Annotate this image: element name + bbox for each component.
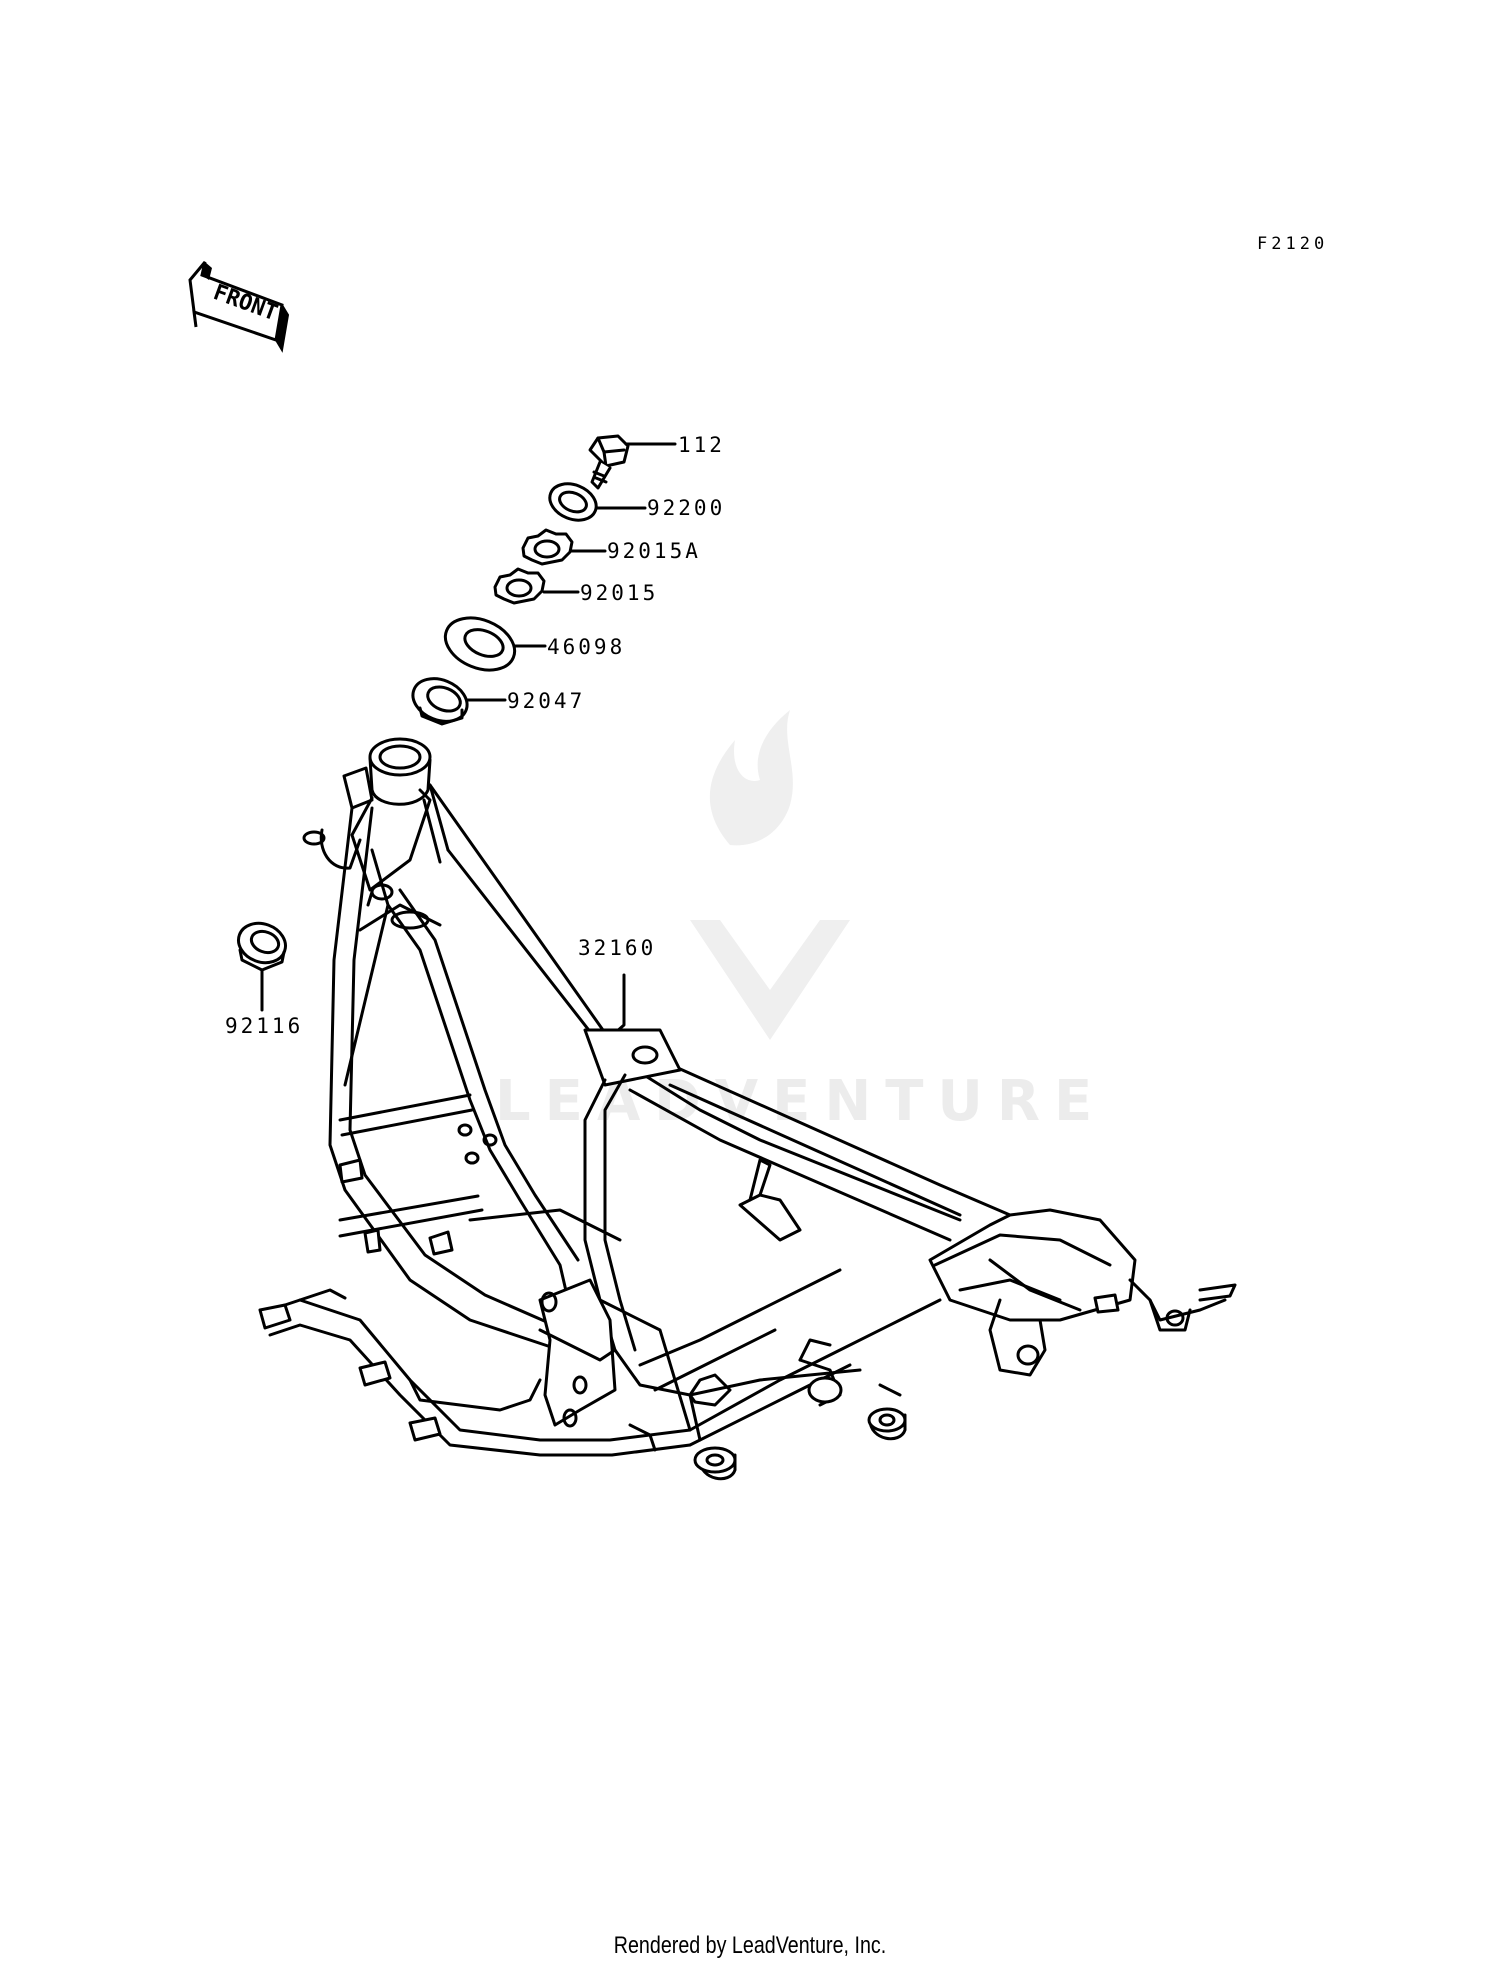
washer-46098	[443, 616, 517, 672]
bearing-92116	[237, 921, 287, 972]
part-label-92200[interactable]: 92200	[647, 496, 725, 520]
part-label-92015A[interactable]: 92015A	[607, 539, 701, 563]
nut-92015	[493, 567, 546, 605]
bolt-112	[588, 434, 630, 490]
part-label-32160[interactable]: 32160	[578, 936, 656, 960]
part-label-112[interactable]: 112	[678, 433, 725, 457]
part-label-46098[interactable]: 46098	[547, 635, 625, 659]
diagram-code: F2120	[1257, 234, 1328, 254]
leadventure-watermark: LEADVENTURE	[495, 710, 1092, 1134]
bearing-92047	[411, 677, 469, 726]
footer-credit: Rendered by LeadVenture, Inc.	[613, 1932, 887, 1959]
washer-92200	[548, 482, 598, 522]
part-label-92116[interactable]: 92116	[225, 1014, 303, 1038]
frame-32160	[258, 737, 1237, 1481]
part-label-92015[interactable]: 92015	[580, 581, 658, 605]
part-label-92047[interactable]: 92047	[507, 689, 585, 713]
front-arrow-icon: FRONT	[188, 261, 290, 353]
nut-92015A	[521, 528, 574, 566]
